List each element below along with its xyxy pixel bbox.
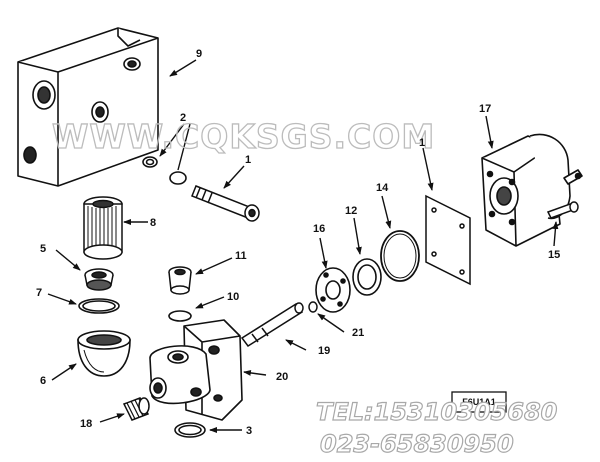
filter-head-block xyxy=(17,27,159,187)
callout-12: 12 xyxy=(345,205,357,217)
callout-20: 20 xyxy=(276,371,288,383)
housing-20 xyxy=(149,319,243,421)
pump-body-17 xyxy=(481,133,583,247)
flange-16 xyxy=(315,267,351,313)
callout-1: 1 xyxy=(245,154,251,166)
bolt-washer xyxy=(169,171,187,185)
bolt-1 xyxy=(191,185,260,222)
callout-8: 8 xyxy=(150,217,156,229)
leader-lines xyxy=(47,59,559,433)
figure-label: F6U1A1 xyxy=(462,397,496,407)
fitting-18 xyxy=(122,397,150,421)
callout-5: 5 xyxy=(40,243,46,255)
ring-21 xyxy=(308,301,318,313)
callout-7: 7 xyxy=(36,287,42,299)
bowl-6 xyxy=(77,330,131,377)
callout-1-gasket: 1 xyxy=(419,137,425,149)
ring-12 xyxy=(352,258,382,296)
callout-9: 9 xyxy=(196,48,202,60)
gasket xyxy=(425,194,471,286)
callout-2: 2 xyxy=(180,112,186,124)
callout-19: 19 xyxy=(318,345,330,357)
o-ring-2 xyxy=(142,156,158,168)
o-ring-3 xyxy=(174,422,206,438)
callout-6: 6 xyxy=(40,375,46,387)
contact-phone: 023-65830950 xyxy=(320,430,514,458)
shaft-19 xyxy=(240,302,304,348)
figure-label-box: F6U1A1 xyxy=(451,391,507,413)
contact-tel: TEL:15310305680 xyxy=(316,398,557,426)
callout-16: 16 xyxy=(313,223,325,235)
seal-ring-14 xyxy=(380,230,420,282)
plug-11 xyxy=(168,266,192,295)
callout-18: 18 xyxy=(80,418,92,430)
o-ring-10 xyxy=(168,310,192,322)
filter-element-8 xyxy=(83,196,123,260)
callout-labels: 9 2 1 8 5 7 6 11 10 18 3 20 19 21 16 12 … xyxy=(36,48,560,437)
callout-17: 17 xyxy=(479,103,491,115)
callout-3: 3 xyxy=(246,425,252,437)
callout-15: 15 xyxy=(548,249,560,261)
callout-14: 14 xyxy=(376,182,389,194)
callout-21: 21 xyxy=(352,327,364,339)
watermark-text: WWW.CQKSGS.COM xyxy=(52,117,435,156)
o-ring-7 xyxy=(78,298,120,314)
screw-15 xyxy=(546,201,579,219)
fitting-5 xyxy=(84,268,114,291)
callout-10: 10 xyxy=(227,291,239,303)
callout-11: 11 xyxy=(235,250,247,262)
